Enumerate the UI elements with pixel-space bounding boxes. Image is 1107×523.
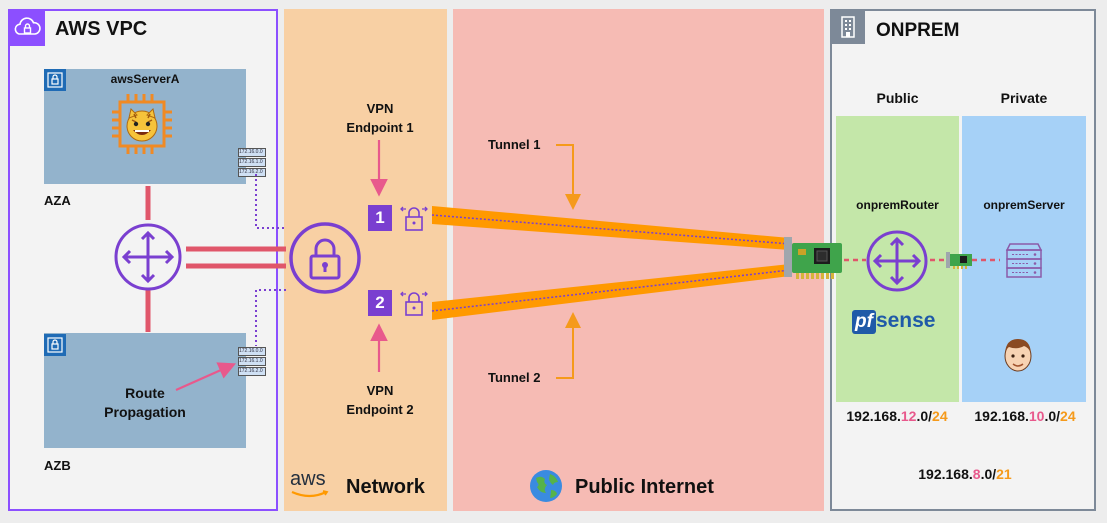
route-propagation-label: Route Propagation — [100, 384, 190, 422]
private-cidr-suffix: .0/ — [1044, 408, 1061, 424]
vpn-endpoint-1-line-1: VPN — [366, 101, 394, 116]
route-table-b-row-2: 172.16.1.0 — [238, 357, 266, 366]
private-label: Private — [1000, 90, 1048, 106]
onprem-cidr: 192.168.8.0/21 — [900, 466, 1030, 482]
onprem-cidr-third-octet: 8 — [972, 466, 981, 482]
aws-logo-text: aws — [290, 468, 326, 490]
onprem-server-label: onpremServer — [983, 198, 1065, 212]
vpn-endpoint-2-badge[interactable]: 2 — [368, 290, 392, 316]
private-cidr-third-octet: 10 — [1028, 408, 1045, 424]
route-table-a-row-3: 172.16.2.0 — [238, 168, 266, 177]
private-cidr: 192.168.10.0/24 — [960, 408, 1090, 424]
vpc-router-icon[interactable] — [112, 221, 184, 293]
route-table-a-row-2: 172.16.1.0 — [238, 158, 266, 167]
route-propagation-line-1: Route — [125, 385, 165, 401]
subnet-lock-icon-a — [44, 69, 66, 91]
pfsense-logo-pf: pf — [852, 310, 876, 334]
aza-label: AZA — [44, 193, 71, 208]
onprem-router-label: onpremRouter — [856, 198, 939, 212]
private-cidr-mask: 24 — [1060, 408, 1076, 424]
vpn-endpoint-1-lock-icon — [399, 203, 429, 233]
aws-server-a-icon[interactable] — [108, 90, 176, 158]
public-internet-zone — [453, 9, 824, 511]
vpn-endpoint-2-lock-icon — [399, 288, 429, 318]
route-table-a-row-1: 172.16.0.0 — [238, 148, 266, 157]
route-table-b: 172.16.0.0 172.16.1.0 172.16.2.0 — [238, 347, 266, 376]
aws-logo: aws — [290, 468, 334, 502]
tunnel-1-label: Tunnel 1 — [488, 137, 541, 152]
globe-icon — [528, 468, 564, 504]
route-table-b-row-1: 172.16.0.0 — [238, 347, 266, 356]
subnet-lock-icon-b — [44, 334, 66, 356]
public-cidr-suffix: .0/ — [916, 408, 933, 424]
onprem-cidr-suffix: .0/ — [980, 466, 997, 482]
private-cidr-prefix: 192.168. — [974, 408, 1029, 424]
vpn-endpoint-2-label: VPN Endpoint 2 — [334, 381, 426, 419]
route-table-b-row-3: 172.16.2.0 — [238, 367, 266, 376]
onprem-server-icon[interactable] — [1004, 240, 1044, 280]
onprem-title: ONPREM — [876, 20, 960, 41]
tunnel-2-label: Tunnel 2 — [488, 370, 541, 385]
route-propagation-line-2: Propagation — [104, 404, 186, 420]
onprem-cidr-prefix: 192.168. — [918, 466, 973, 482]
public-internet-title: Public Internet — [575, 476, 714, 498]
vpc-title: AWS VPC — [55, 18, 148, 40]
vpn-endpoint-1-label: VPN Endpoint 1 — [334, 99, 426, 137]
vpc-cloud-icon — [9, 10, 45, 46]
azb-label: AZB — [44, 458, 71, 473]
pfsense-logo-sense: sense — [875, 309, 936, 332]
public-label: Public — [876, 90, 919, 106]
network-card-icon — [784, 235, 844, 281]
public-cidr: 192.168.12.0/24 — [832, 408, 962, 424]
onprem-cidr-mask: 21 — [996, 466, 1012, 482]
network-title: Network — [346, 476, 425, 498]
public-cidr-prefix: 192.168. — [846, 408, 901, 424]
vpn-endpoint-2-line-1: VPN — [366, 383, 394, 398]
aws-server-a-label: awsServerA — [110, 72, 180, 86]
onprem-building-icon — [831, 10, 865, 44]
vpn-endpoint-1-line-2: Endpoint 1 — [346, 120, 414, 135]
vpn-gateway-icon[interactable] — [287, 220, 363, 296]
vpn-endpoint-2-line-2: Endpoint 2 — [346, 402, 414, 417]
public-cidr-third-octet: 12 — [900, 408, 917, 424]
vpn-endpoint-1-badge[interactable]: 1 — [368, 205, 392, 231]
private-nic-icon — [946, 250, 974, 270]
public-cidr-mask: 24 — [932, 408, 948, 424]
onprem-router-icon[interactable] — [864, 228, 930, 294]
route-table-a: 172.16.0.0 172.16.1.0 172.16.2.0 — [238, 148, 266, 177]
user-avatar-icon — [1000, 335, 1036, 375]
